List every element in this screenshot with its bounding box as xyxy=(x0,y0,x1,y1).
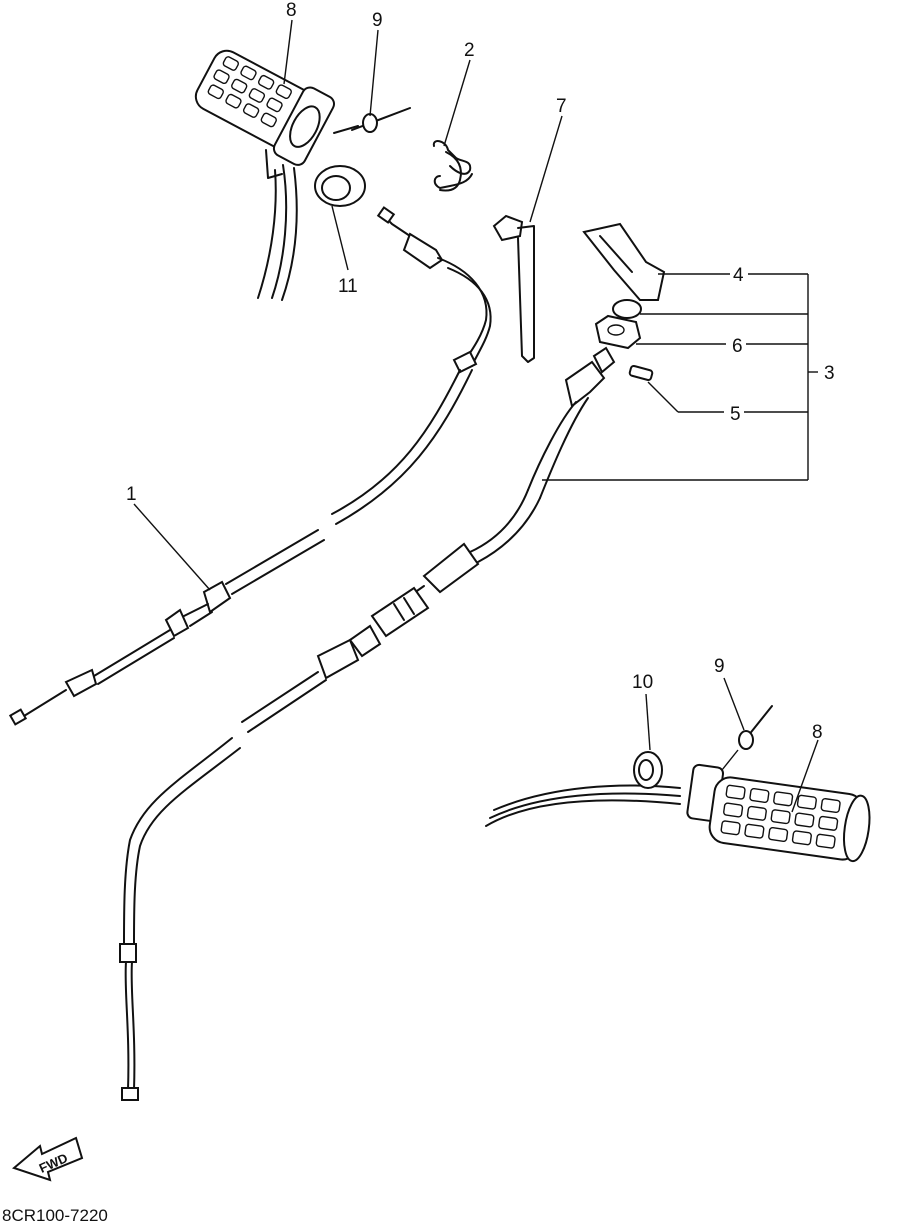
cable-boot xyxy=(492,214,535,363)
spring-clip xyxy=(432,140,473,192)
callout-9-left: 9 xyxy=(372,10,383,31)
callout-5: 5 xyxy=(730,404,741,425)
callout-8-left: 8 xyxy=(286,0,297,21)
left-handlebar-grip xyxy=(194,49,335,301)
cable-3 xyxy=(119,346,616,1101)
left-collar-ring xyxy=(314,165,366,207)
callout-11: 11 xyxy=(338,276,358,297)
right-handlebar-grip xyxy=(485,763,871,863)
right-grip-screw xyxy=(721,705,773,771)
diagram-code: 8CR100-7220 xyxy=(2,1206,108,1223)
callout-1: 1 xyxy=(126,484,137,505)
callout-4: 4 xyxy=(733,265,744,286)
callout-10: 10 xyxy=(632,672,653,693)
callout-7: 7 xyxy=(556,96,567,117)
leader-lines xyxy=(133,19,819,813)
callout-8-right: 8 xyxy=(812,722,823,743)
forward-direction-arrow: FWD xyxy=(11,1136,84,1182)
lever-washer xyxy=(612,299,642,319)
throttle-lever xyxy=(582,222,666,301)
lever-nut xyxy=(594,314,642,350)
left-grip-screw xyxy=(333,107,411,134)
callout-3: 3 xyxy=(824,363,835,384)
lever-pin xyxy=(628,364,654,382)
right-collar-ring xyxy=(633,751,663,789)
cable-1 xyxy=(8,206,492,726)
callout-9-right: 9 xyxy=(714,656,725,677)
callout-6: 6 xyxy=(732,336,743,357)
callout-2: 2 xyxy=(464,40,475,61)
